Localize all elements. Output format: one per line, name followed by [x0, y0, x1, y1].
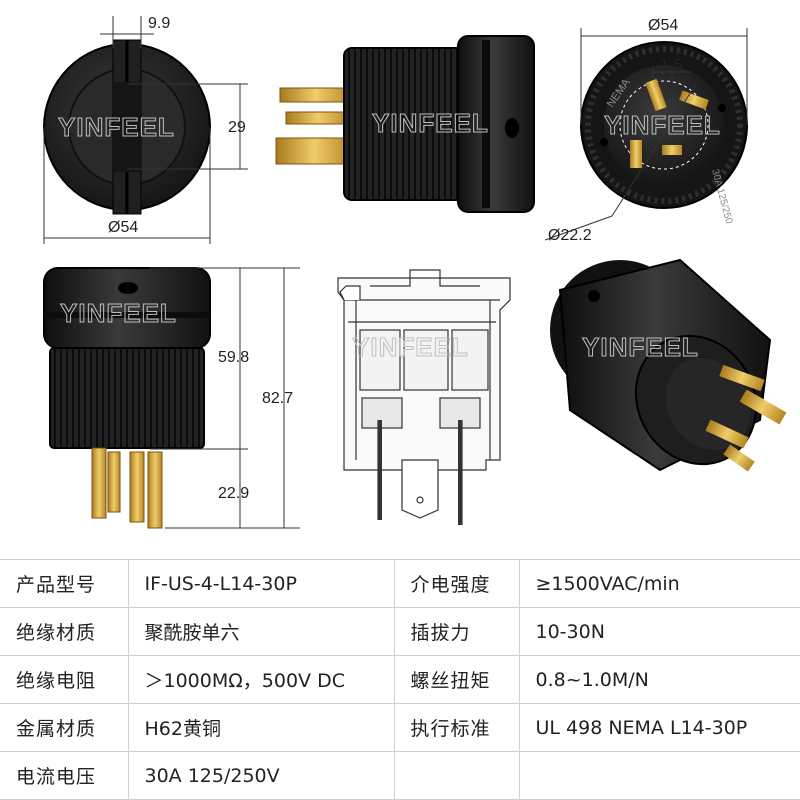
watermark-text: YINFEEL — [582, 332, 699, 362]
spec-row: 绝缘电阻 ＞1000MΩ，500V DC 螺丝扭矩 0.8~1.0M/N — [0, 655, 800, 704]
spec-label: 插拔力 — [393, 607, 520, 656]
spec-value: 聚酰胺单六 — [127, 607, 395, 656]
front-slot-width-label: 9.9 — [148, 15, 170, 32]
spec-row: 金属材质 H62黄铜 执行标准 UL 498 NEMA L14-30P — [0, 703, 800, 752]
watermark-text: YINFEEL — [372, 108, 489, 138]
spec-label: 金属材质 — [0, 703, 129, 752]
face-dimensions — [544, 28, 748, 241]
spec-value: 0.8~1.0M/N — [518, 655, 800, 704]
front-dimensions — [43, 16, 248, 244]
spec-value: H62黄铜 — [127, 703, 395, 752]
spec-label: 绝缘材质 — [0, 607, 129, 656]
pin-length-label: 22.9 — [218, 485, 249, 502]
face-inner-diameter-label: Ø22.2 — [548, 227, 592, 244]
cross-section-drawing — [337, 269, 511, 525]
body-length-label: 59.8 — [218, 349, 249, 366]
watermark-text: YINFEEL — [58, 112, 175, 142]
product-photo — [550, 258, 787, 472]
spec-label: 绝缘电阻 — [0, 655, 129, 704]
spec-value: UL 498 NEMA L14-30P — [518, 703, 800, 752]
spec-label: 产品型号 — [0, 559, 129, 608]
spec-label: 螺丝扭矩 — [393, 655, 520, 704]
product-drawings: 9.9 29 Ø54 NEMA 30A 125/250 Ø54 1 — [43, 15, 787, 529]
face-rating-text: 30A 125/250 — [709, 168, 734, 226]
spec-label — [393, 751, 520, 800]
watermark-text: YINFEEL — [352, 332, 469, 362]
spec-label: 介电强度 — [393, 559, 520, 608]
spec-value: ＞1000MΩ，500V DC — [127, 655, 395, 704]
spec-value: ≥1500VAC/min — [518, 559, 800, 608]
side-view-vertical — [43, 267, 211, 529]
face-pin-spacing-label: 1.5 — [660, 57, 682, 74]
side-view-top — [275, 35, 535, 213]
front-height-label: 29 — [228, 119, 246, 136]
spec-row: 产品型号 IF-US-4-L14-30P 介电强度 ≥1500VAC/min — [0, 559, 800, 608]
spec-value: IF-US-4-L14-30P — [127, 559, 395, 608]
spec-row: 电流电压 30A 125/250V — [0, 751, 800, 800]
spec-label: 执行标准 — [393, 703, 520, 752]
watermark-text: YINFEEL — [604, 110, 721, 140]
front-view — [43, 39, 211, 215]
spec-row: 绝缘材质 聚酰胺单六 插拔力 10-30N — [0, 607, 800, 656]
vertical-dimensions — [150, 267, 300, 529]
spec-table: 产品型号 IF-US-4-L14-30P 介电强度 ≥1500VAC/min 绝… — [0, 559, 800, 800]
spec-label: 电流电压 — [0, 751, 129, 800]
spec-value — [518, 751, 800, 800]
spec-value: 30A 125/250V — [127, 751, 395, 800]
watermark-text: YINFEEL — [60, 298, 177, 328]
face-diameter-label: Ø54 — [648, 17, 678, 34]
total-length-label: 82.7 — [262, 390, 293, 407]
spec-value: 10-30N — [518, 607, 800, 656]
face-view: NEMA 30A 125/250 — [580, 41, 748, 226]
front-diameter-label: Ø54 — [108, 219, 138, 236]
watermarks: YINFEEL YINFEEL YINFEEL YINFEEL YINFEEL … — [58, 108, 721, 363]
